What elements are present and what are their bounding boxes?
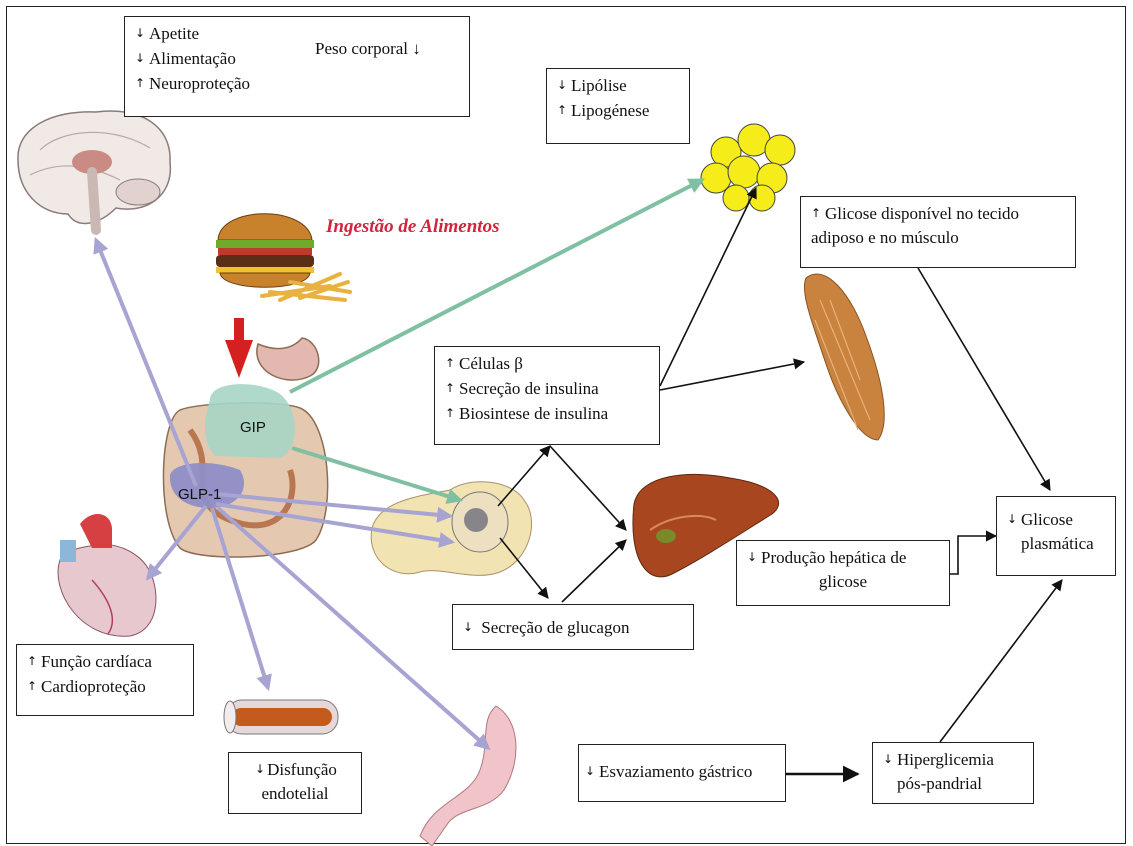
adipose-effects-box: ↓Lipólise ↑Lipogénese	[546, 68, 690, 144]
cardioprotection-text: Cardioproteção	[41, 677, 146, 696]
insulin-secretion-text: Secreção de insulina	[459, 379, 599, 398]
tissue-to-plasma-arrow	[918, 268, 1050, 490]
heart-illustration	[58, 514, 156, 636]
glucagon-text: Secreção de glucagon	[481, 618, 629, 637]
feeding-text: Alimentação	[149, 49, 236, 68]
lipolysis-text: Lipólise	[571, 76, 627, 95]
glp1-to-brain-arrow	[96, 240, 196, 486]
blood-vessel-illustration	[224, 700, 338, 734]
gip-label: GIP	[240, 419, 266, 436]
glucagon-to-liver-arrow	[562, 540, 626, 602]
brain-effects-box: ↓Apetite ↓Alimentação ↑Neuroproteção Pes…	[124, 16, 470, 117]
appetite-text: Apetite	[149, 24, 199, 43]
muscle-illustration	[804, 274, 884, 440]
gastric-emptying-box: ↓Esvaziamento gástrico	[578, 744, 786, 802]
neuroprotection-text: Neuroproteção	[149, 74, 250, 93]
beta-cells-text: Células β	[459, 354, 523, 373]
beta-to-liver-arrow	[550, 446, 626, 530]
brain-illustration	[18, 111, 170, 230]
heart-effects-box: ↑Função cardíaca ↑Cardioproteção	[16, 644, 194, 716]
body-weight-text: Peso corporal ↓	[315, 37, 421, 61]
hyper-to-plasma-arrow	[940, 580, 1062, 742]
glp1-label: GLP-1	[178, 486, 221, 503]
glucagon-box: ↓ Secreção de glucagon	[452, 604, 694, 650]
gut-illustration	[163, 338, 327, 557]
lipogenesis-text: Lipogénese	[571, 101, 649, 120]
endothelial-box: ↓Disfunção endotelial	[228, 752, 362, 814]
beta-to-muscle-arrow	[660, 362, 804, 390]
adipocytes-illustration	[701, 124, 795, 211]
beta-cell-effects-box: ↑Células β ↑Secreção de insulina ↑Biosin…	[434, 346, 660, 445]
hyperglycemia-box: ↓Hiperglicemia pós-pandrial	[872, 742, 1034, 804]
liver-to-plasma-arrow	[950, 536, 996, 574]
stomach-illustration	[420, 706, 516, 846]
insulin-biosynthesis-text: Biosintese de insulina	[459, 404, 608, 423]
plasma-glucose-box: ↓Glicose plasmática	[996, 496, 1116, 576]
food-intake-title: Ingestão de Alimentos	[326, 216, 499, 238]
cardiac-function-text: Função cardíaca	[41, 652, 152, 671]
hepatic-glucose-box: ↓Produção hepática de glicose	[736, 540, 950, 606]
glucose-tissue-box: ↑Glicose disponível no tecido adiposo e …	[800, 196, 1076, 268]
gastric-emptying-text: Esvaziamento gástrico	[599, 762, 752, 781]
red-down-arrow	[225, 318, 253, 378]
beta-to-fat-arrow	[660, 188, 756, 386]
islet-to-beta-arrow	[498, 446, 550, 506]
